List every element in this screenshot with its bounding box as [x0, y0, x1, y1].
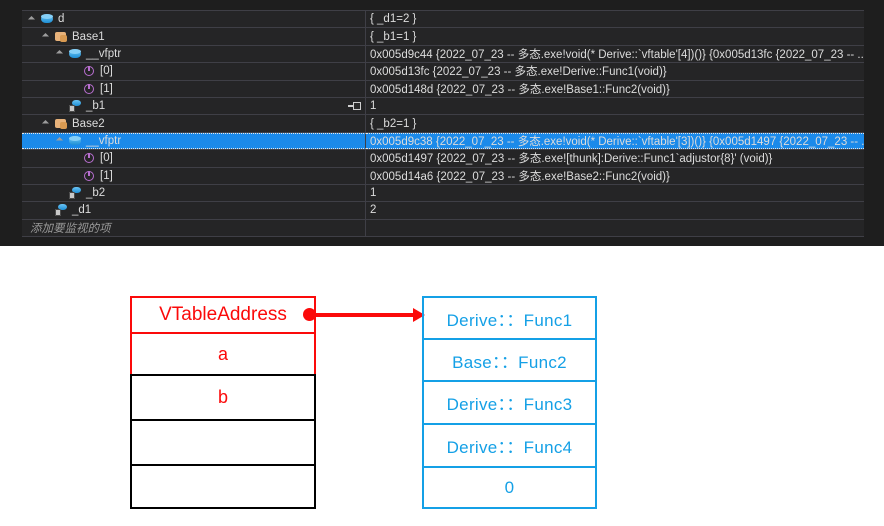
- watch-row-name-cell[interactable]: [0]: [22, 63, 366, 80]
- watch-row[interactable]: _b1 1: [22, 97, 864, 116]
- vtable-entry-4: 0: [422, 466, 597, 509]
- object-cell-empty-1: [130, 419, 316, 464]
- watch-row-value-text: { _d1=2 }: [370, 13, 417, 26]
- watch-row-name: d: [58, 13, 65, 26]
- watch-row-value-text: 0x005d148d {2022_07_23 -- 多态.exe!Base1::…: [370, 83, 670, 96]
- debugger-watch-panel: d { _d1=2 } Base1 { _b1=1 } __vfptr 0x00…: [0, 0, 884, 246]
- method-icon: [82, 64, 96, 78]
- watch-row[interactable]: Base2 { _b2=1 }: [22, 115, 864, 133]
- add-watch-value-cell[interactable]: [366, 220, 864, 236]
- watch-row-value[interactable]: { _d1=2 }: [366, 11, 864, 27]
- method-icon: [82, 151, 96, 165]
- watch-row-name: Base1: [72, 30, 105, 43]
- watch-row-name: _b1: [86, 100, 106, 113]
- vtable-entry-3: Derive：：Func4: [422, 423, 597, 466]
- watch-row-value-text: 0x005d13fc {2022_07_23 -- 多态.exe!Derive:…: [370, 66, 667, 79]
- expander-toggle-icon[interactable]: [56, 48, 67, 59]
- watch-row[interactable]: Base1 { _b1=1 }: [22, 28, 864, 46]
- watch-row-value[interactable]: { _b2=1 }: [366, 115, 864, 131]
- watch-row-value[interactable]: 0x005d1497 {2022_07_23 -- 多态.exe![thunk]…: [366, 150, 864, 166]
- watch-row-value[interactable]: 2: [366, 202, 864, 218]
- object-cell-a: a: [130, 332, 316, 374]
- watch-row-name: [0]: [100, 152, 113, 165]
- watch-row-name-cell[interactable]: _b2: [22, 184, 366, 202]
- watch-row-name-cell[interactable]: [1]: [22, 80, 366, 97]
- watch-row[interactable]: [0] 0x005d13fc {2022_07_23 -- 多态.exe!Der…: [22, 63, 864, 81]
- watch-row[interactable]: _b2 1: [22, 184, 864, 203]
- watch-row-name-cell[interactable]: Base2: [22, 115, 366, 132]
- vtable-entry-1: Base：：Func2: [422, 338, 597, 380]
- watch-row-name-cell[interactable]: [0]: [22, 150, 366, 167]
- object-icon: [68, 134, 82, 148]
- watch-row[interactable]: [1] 0x005d148d {2022_07_23 -- 多态.exe!Bas…: [22, 80, 864, 98]
- expander-toggle-icon[interactable]: [28, 14, 39, 25]
- watch-row-value[interactable]: 1: [366, 185, 864, 201]
- watch-row-name-cell[interactable]: _d1: [22, 202, 366, 219]
- watch-row[interactable]: _d1 2: [22, 202, 864, 220]
- object-cell-empty-2: [130, 464, 316, 509]
- field-icon: [54, 203, 68, 217]
- watch-row-value[interactable]: 0x005d9c38 {2022_07_23 -- 多态.exe!void(* …: [366, 132, 864, 150]
- add-watch-placeholder: 添加要监视的项: [30, 222, 111, 235]
- watch-row-value-text: 0x005d9c44 {2022_07_23 -- 多态.exe!void(* …: [370, 48, 864, 61]
- watch-row-selected[interactable]: __vfptr 0x005d9c38 {2022_07_23 -- 多态.exe…: [22, 132, 864, 151]
- field-icon: [68, 99, 82, 113]
- watch-row-name: __vfptr: [86, 134, 122, 147]
- watch-row-name-cell[interactable]: d: [22, 11, 366, 28]
- watch-row-name: _d1: [72, 204, 92, 217]
- pointer-line: [311, 312, 419, 317]
- add-watch-name-cell[interactable]: 添加要监视的项: [22, 219, 366, 237]
- watch-row-value[interactable]: 0x005d9c44 {2022_07_23 -- 多态.exe!void(* …: [366, 46, 864, 62]
- memory-layout-diagram: VTableAddress a b Derive：：Func1 Base：：Fu…: [0, 246, 884, 526]
- watch-row[interactable]: __vfptr 0x005d9c44 {2022_07_23 -- 多态.exe…: [22, 45, 864, 64]
- watch-row-value-text: { _b2=1 }: [370, 117, 417, 130]
- base-class-icon: [54, 117, 68, 131]
- object-cell-b: b: [130, 374, 316, 419]
- watch-row-name-cell[interactable]: __vfptr: [22, 45, 366, 63]
- watch-row-name-cell[interactable]: [1]: [22, 167, 366, 184]
- watch-row-name: Base2: [72, 117, 105, 130]
- object-cell-vtable-address: VTableAddress: [130, 296, 316, 332]
- pin-to-source-icon[interactable]: [348, 101, 361, 112]
- watch-row-value[interactable]: 0x005d13fc {2022_07_23 -- 多态.exe!Derive:…: [366, 63, 864, 79]
- watch-grid[interactable]: d { _d1=2 } Base1 { _b1=1 } __vfptr 0x00…: [22, 10, 864, 238]
- watch-row-name-cell[interactable]: _b1: [22, 97, 366, 115]
- watch-row-name: _b2: [86, 187, 106, 200]
- virtual-function-table: Derive：：Func1 Base：：Func2 Derive：：Func3 …: [422, 296, 597, 509]
- watch-row[interactable]: d { _d1=2 }: [22, 11, 864, 29]
- watch-row-value-text: { _b1=1 }: [370, 30, 417, 43]
- watch-row-value-text: 0x005d1497 {2022_07_23 -- 多态.exe![thunk]…: [370, 153, 773, 166]
- field-icon: [68, 186, 82, 200]
- watch-row-value-text: 1: [370, 100, 377, 113]
- object-icon: [68, 47, 82, 61]
- vtable-entry-0: Derive：：Func1: [422, 296, 597, 338]
- watch-row-name: [1]: [100, 82, 113, 95]
- watch-row-name-cell[interactable]: Base1: [22, 28, 366, 45]
- watch-row-name-cell[interactable]: __vfptr: [22, 132, 366, 150]
- object-layout-table: VTableAddress a b: [130, 296, 316, 509]
- vtable-pointer-connector: [303, 305, 429, 323]
- base-class-icon: [54, 30, 68, 44]
- watch-row[interactable]: [0] 0x005d1497 {2022_07_23 -- 多态.exe![th…: [22, 150, 864, 168]
- watch-row-value[interactable]: { _b1=1 }: [366, 28, 864, 44]
- expander-toggle-icon[interactable]: [56, 135, 67, 146]
- watch-row-value-text: 1: [370, 187, 377, 200]
- expander-toggle-icon[interactable]: [42, 31, 53, 42]
- vtable-entry-2: Derive：：Func3: [422, 380, 597, 423]
- watch-row[interactable]: [1] 0x005d14a6 {2022_07_23 -- 多态.exe!Bas…: [22, 167, 864, 185]
- watch-row-value-text: 2: [370, 204, 377, 217]
- watch-row-name: [1]: [100, 169, 113, 182]
- add-watch-row[interactable]: 添加要监视的项: [22, 219, 864, 238]
- object-icon: [40, 12, 54, 26]
- watch-row-value-text: 0x005d14a6 {2022_07_23 -- 多态.exe!Base2::…: [370, 170, 670, 183]
- watch-row-value[interactable]: 0x005d14a6 {2022_07_23 -- 多态.exe!Base2::…: [366, 168, 864, 184]
- method-icon: [82, 82, 96, 96]
- expander-toggle-icon[interactable]: [42, 118, 53, 129]
- watch-row-name: [0]: [100, 65, 113, 78]
- watch-row-value-text: 0x005d9c38 {2022_07_23 -- 多态.exe!void(* …: [370, 135, 864, 148]
- watch-row-value[interactable]: 1: [366, 98, 864, 114]
- watch-row-value[interactable]: 0x005d148d {2022_07_23 -- 多态.exe!Base1::…: [366, 81, 864, 97]
- watch-row-name: __vfptr: [86, 47, 122, 60]
- method-icon: [82, 169, 96, 183]
